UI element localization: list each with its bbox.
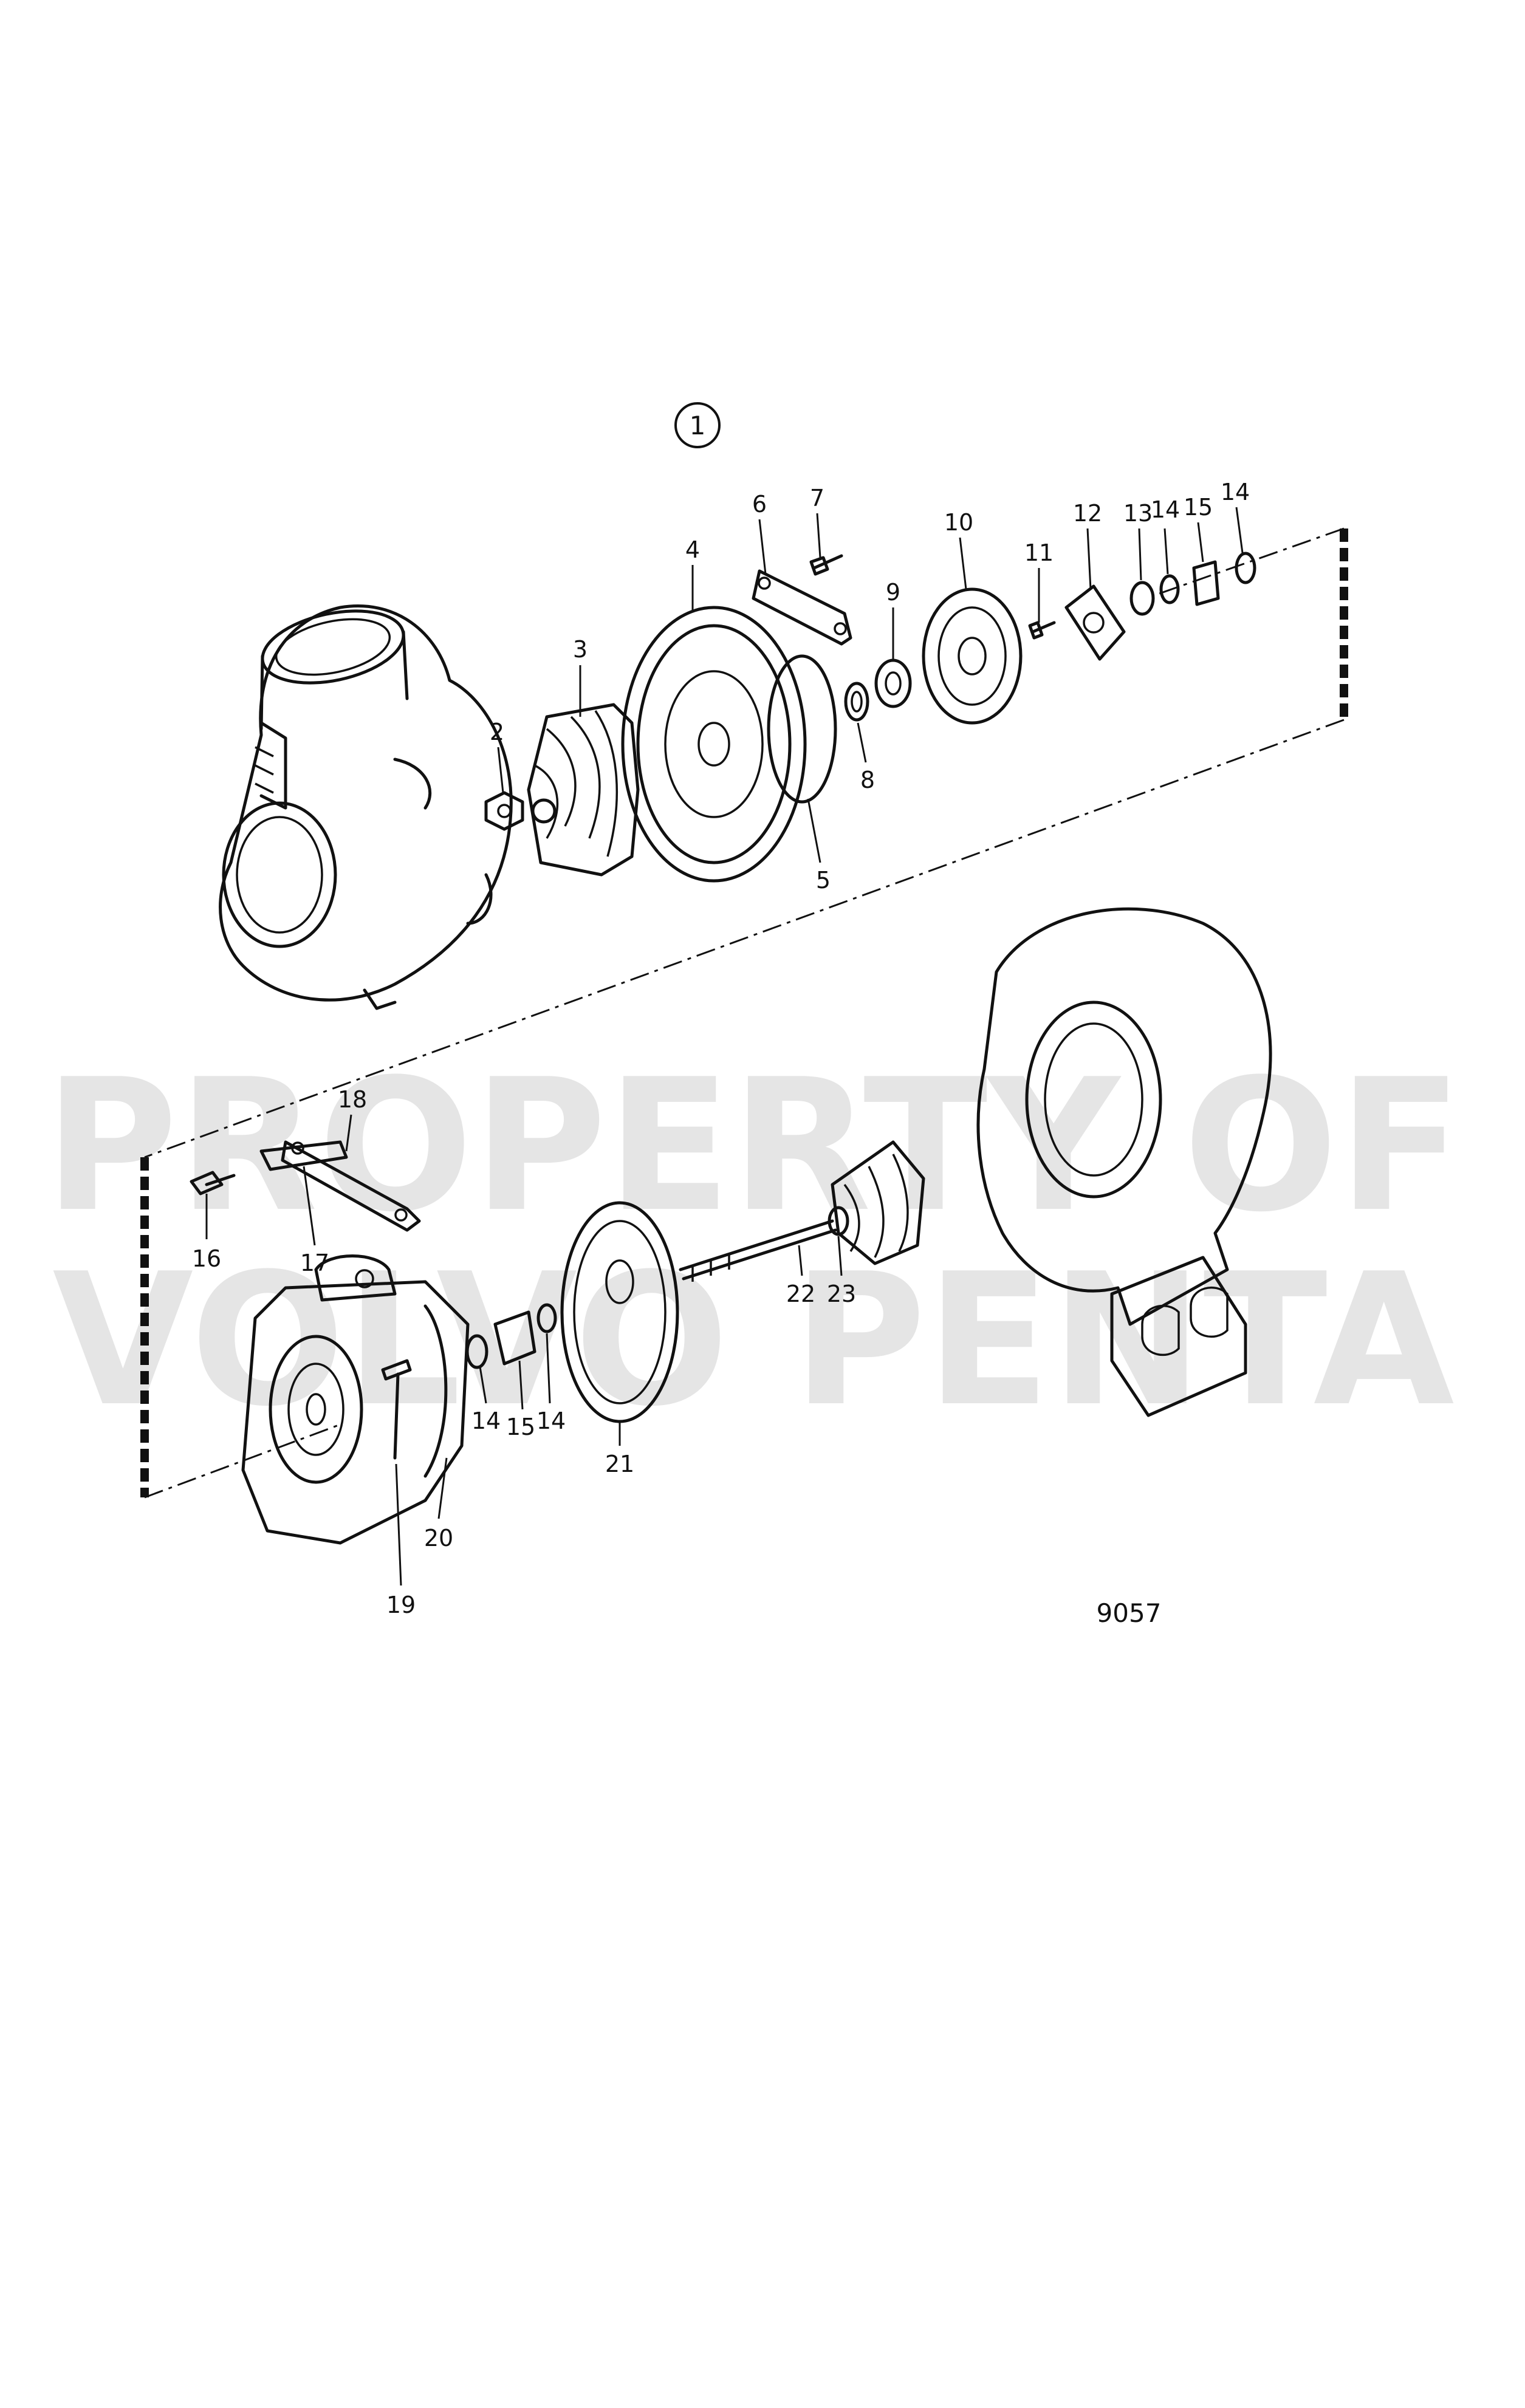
part-5-o-ring — [767, 654, 837, 804]
callout-22: 22 — [786, 1281, 815, 1307]
part-18-clamp-plate — [281, 1140, 421, 1232]
callout-14-lower-a: 14 — [471, 1408, 501, 1434]
part-4-backplate — [621, 606, 807, 883]
part-14-circlip-b — [1235, 552, 1256, 584]
figure-marker: 1 — [674, 402, 721, 448]
part-2-nut — [484, 791, 524, 831]
part-23-ring — [828, 1206, 849, 1236]
part-9-sleeve — [874, 658, 912, 708]
callout-11: 11 — [1024, 539, 1054, 566]
callout-9: 9 — [886, 579, 900, 606]
callout-10: 10 — [944, 509, 973, 536]
turbine-housing — [976, 907, 1272, 1417]
part-12-thrust-bearing — [1064, 584, 1126, 661]
part-7-screw — [809, 554, 843, 576]
callout-labels: 2 3 4 5 6 7 8 9 10 11 12 13 14 15 14 16 … — [192, 479, 1250, 1618]
callout-2: 2 — [490, 719, 504, 745]
compressor-housing — [219, 604, 513, 1010]
part-19-bolt — [381, 1359, 412, 1460]
callout-23: 23 — [827, 1281, 856, 1307]
callout-6: 6 — [752, 491, 767, 518]
part-6-strap — [752, 569, 852, 646]
part-15-bearing-b — [493, 1310, 536, 1366]
part-8-washer — [844, 682, 869, 722]
drawing-number: 9057 — [1097, 1598, 1162, 1628]
watermark-line1: PROPERTY OF — [44, 1040, 1463, 1252]
callout-16: 16 — [192, 1245, 221, 1272]
part-14-circlip-a — [1159, 574, 1180, 604]
part-17-clamp-plate — [259, 1140, 348, 1171]
part-14-circlip-d — [536, 1303, 557, 1333]
callout-14-upper-b: 14 — [1221, 479, 1250, 505]
callout-5: 5 — [816, 867, 831, 894]
callout-21: 21 — [605, 1451, 634, 1477]
part-10-seal-plate — [922, 587, 1023, 725]
callout-17: 17 — [300, 1250, 329, 1276]
callout-8: 8 — [860, 767, 875, 793]
assembly-frame — [140, 527, 1348, 1499]
callout-13: 13 — [1123, 500, 1153, 527]
part-11-screw — [1028, 621, 1056, 640]
part-13-ring — [1129, 581, 1155, 616]
callout-14-lower-b: 14 — [536, 1408, 566, 1434]
watermark-line2: VOLVO PENTA — [52, 1234, 1456, 1446]
bearing-housing — [241, 1254, 470, 1545]
figure-marker-number: 1 — [690, 411, 706, 440]
watermark: PROPERTY OF VOLVO PENTA — [44, 1040, 1463, 1446]
callout-15-lower: 15 — [506, 1414, 535, 1440]
part-3-compressor-wheel — [527, 703, 640, 877]
callout-18: 18 — [338, 1086, 367, 1113]
callout-3: 3 — [573, 636, 588, 663]
callout-12: 12 — [1073, 500, 1102, 527]
callout-4: 4 — [685, 536, 700, 563]
callout-20: 20 — [424, 1525, 453, 1551]
callout-7: 7 — [810, 485, 824, 511]
callout-14-upper-a: 14 — [1151, 496, 1180, 523]
callout-19: 19 — [386, 1592, 416, 1618]
leader-lines — [205, 507, 1244, 1586]
part-16-bolt — [190, 1171, 236, 1195]
callout-15-upper: 15 — [1184, 494, 1213, 521]
part-15-bearing-a — [1192, 560, 1220, 606]
